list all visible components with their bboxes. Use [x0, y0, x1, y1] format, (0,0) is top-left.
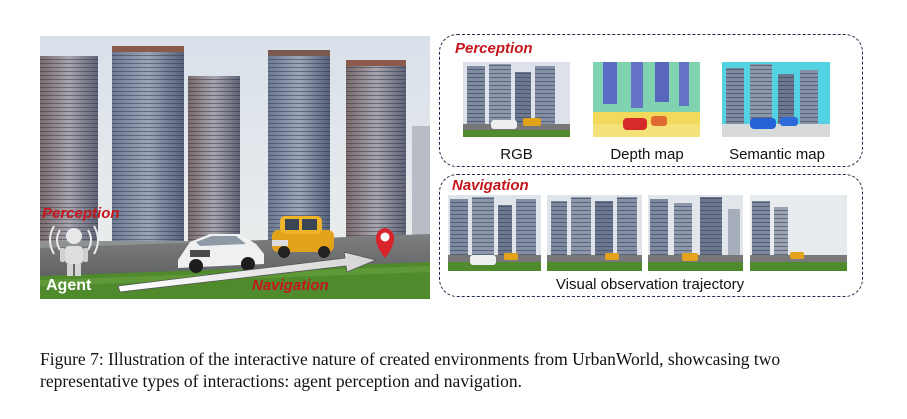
- agent-robot-icon: [60, 228, 88, 276]
- signal-waves-icon: [49, 225, 99, 255]
- navigation-arrow: [117, 251, 378, 293]
- navigation-panel: [439, 174, 863, 297]
- urban-scene-image: [40, 36, 430, 299]
- figure-caption: Figure 7: Illustration of the interactiv…: [40, 349, 781, 391]
- scene-navigation-label: Navigation: [252, 277, 329, 294]
- trajectory-frame-3: [648, 195, 743, 271]
- scene-agent-label: Agent: [46, 277, 92, 294]
- depth-map-caption: Depth map: [610, 146, 684, 163]
- rgb-caption: RGB: [500, 146, 533, 163]
- navigation-panel-title: Navigation: [452, 177, 529, 194]
- white-car: [178, 234, 264, 273]
- depth-map-thumbnail: [593, 62, 700, 137]
- perception-panel-title: Perception: [455, 40, 533, 57]
- trajectory-caption: Visual observation trajectory: [555, 276, 745, 293]
- scene-illustration: [40, 36, 430, 299]
- rgb-thumbnail: [463, 62, 570, 137]
- trajectory-frame-2: [547, 195, 642, 271]
- trajectory-frame-4: [750, 195, 847, 271]
- trajectory-frame-1: [448, 195, 541, 271]
- buildings: [40, 46, 430, 251]
- semantic-map-caption: Semantic map: [729, 146, 825, 163]
- scene-perception-label: Perception: [42, 205, 120, 222]
- yellow-taxi: [272, 216, 334, 258]
- semantic-map-thumbnail: [722, 62, 830, 137]
- location-pin-icon: [375, 228, 395, 258]
- perception-panel: [439, 34, 863, 167]
